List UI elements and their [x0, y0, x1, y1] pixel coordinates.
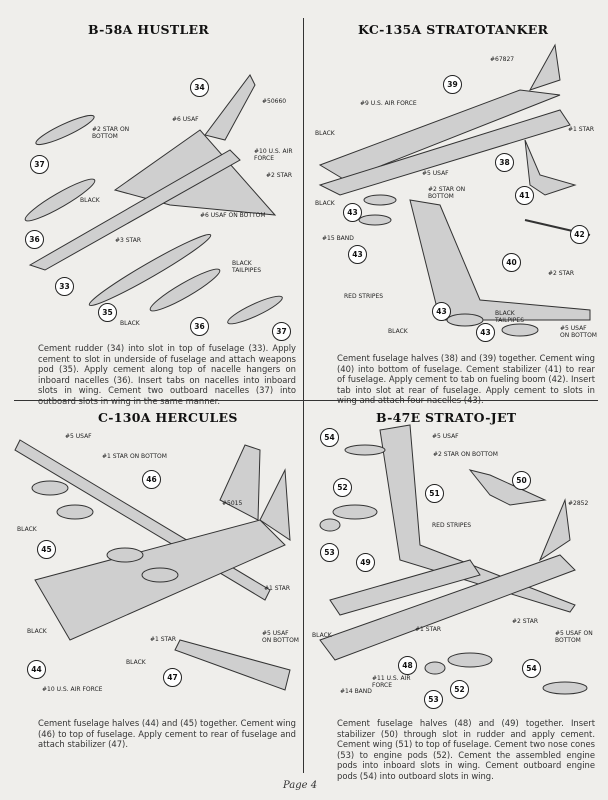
part-number: 49	[356, 553, 375, 572]
part-number: 52	[450, 680, 469, 699]
decal-label: #6 USAF ON BOTTOM	[200, 212, 266, 219]
part-number: 52	[333, 478, 352, 497]
decal-label: #5 USAF ON BOTTOM	[560, 325, 597, 339]
decal-label: RED STRIPES	[432, 522, 472, 529]
c130-illustration	[14, 439, 291, 691]
part-number: 43	[476, 323, 495, 342]
decal-label: #9 U.S. AIR FORCE	[360, 100, 417, 107]
decal-label: #1 STAR	[415, 626, 442, 633]
panel-title-c130: C-130A HERCULES	[98, 410, 238, 425]
decal-label: #10 U.S. AIR FORCE	[42, 686, 103, 693]
instructions-kc135: Cement fuselage halves (38) and (39) tog…	[337, 353, 595, 406]
part-number: 34	[190, 78, 209, 97]
part-number: 46	[142, 470, 161, 489]
part-number: 44	[27, 660, 46, 679]
decal-label: #50660	[262, 98, 287, 105]
decal-label: #1 STAR	[150, 636, 177, 643]
part-number: 43	[348, 245, 367, 264]
decal-label: #5 USAF	[422, 170, 449, 177]
decal-label: #14 BAND	[340, 688, 372, 695]
decal-label: #6 USAF	[172, 116, 199, 123]
decal-label: #5 USAF	[432, 433, 459, 440]
decal-label: #2852	[568, 500, 589, 507]
decal-label: #67827	[490, 56, 515, 63]
part-number: 33	[55, 277, 74, 296]
part-number: 36	[25, 230, 44, 249]
decal-label: BLACK	[27, 628, 47, 635]
decal-label: #3 STAR	[115, 237, 142, 244]
part-number: 35	[98, 303, 117, 322]
instructions-c130: Cement fuselage halves (44) and (45) tog…	[38, 718, 296, 750]
part-number: 42	[570, 225, 589, 244]
part-number: 37	[30, 155, 49, 174]
horizontal-divider	[14, 400, 598, 401]
decal-label: #11 U.S. AIR FORCE	[372, 675, 411, 689]
decal-label: #2 STAR ON BOTTOM	[428, 186, 466, 200]
b58-illustration	[24, 74, 283, 325]
part-number: 43	[432, 302, 451, 321]
decal-label: BLACK TAILPIPES	[232, 260, 262, 274]
part-number: 38	[495, 153, 514, 172]
decal-label: #5 USAF ON BOTTOM	[262, 630, 299, 644]
decal-label: #1 STAR	[264, 585, 291, 592]
decal-label: BLACK	[80, 197, 100, 204]
decal-label: #2 STAR ON BOTTOM	[92, 126, 130, 140]
part-number: 54	[320, 428, 339, 447]
part-number: 51	[425, 484, 444, 503]
panel-title-kc135: KC-135A STRATOTANKER	[358, 22, 549, 37]
panel-title-b58: B-58A HUSTLER	[88, 22, 210, 37]
vertical-divider	[303, 18, 304, 773]
decal-label: #5 USAF	[65, 433, 92, 440]
part-number: 37	[272, 322, 291, 341]
part-number: 53	[320, 543, 339, 562]
decal-label: BLACK	[312, 632, 332, 639]
instructions-b58: Cement rudder (34) into slot in top of f…	[38, 343, 296, 406]
decal-label: #2 STAR ON BOTTOM	[433, 451, 498, 458]
instructions-b47: Cement fuselage halves (48) and (49) tog…	[337, 718, 595, 781]
decal-label: #5 USAF ON BOTTOM	[555, 630, 593, 644]
decal-label: #15 BAND	[322, 235, 354, 242]
part-number: 47	[163, 668, 182, 687]
decal-label: BLACK	[315, 130, 335, 137]
part-number: 43	[343, 203, 362, 222]
kc135-illustration	[318, 43, 591, 337]
part-number: 45	[37, 540, 56, 559]
decal-label: BLACK	[126, 659, 146, 666]
decal-label: #10 U.S. AIR FORCE	[254, 148, 293, 162]
decal-label: #1 STAR	[568, 126, 595, 133]
decal-label: #2 STAR	[512, 618, 539, 625]
decal-label: #2 STAR	[548, 270, 575, 277]
part-number: 39	[443, 75, 462, 94]
part-number: 36	[190, 317, 209, 336]
decal-label: RED STRIPES	[344, 293, 384, 300]
decal-label: BLACK	[315, 200, 335, 207]
part-number: 54	[522, 659, 541, 678]
decal-label: #5015	[222, 500, 243, 507]
part-number: 50	[512, 471, 531, 490]
part-number: 48	[398, 656, 417, 675]
decal-label: #2 STAR	[266, 172, 293, 179]
decal-label: BLACK	[388, 328, 408, 335]
decal-label: BLACK	[17, 526, 37, 533]
part-number: 53	[424, 690, 443, 709]
part-number: 40	[502, 253, 521, 272]
decal-label: BLACK	[120, 320, 140, 327]
part-number: 41	[515, 186, 534, 205]
decal-label: #1 STAR ON BOTTOM	[102, 453, 167, 460]
panel-title-b47: B-47E STRATO-JET	[376, 410, 517, 425]
b47-illustration	[319, 424, 588, 695]
decal-label: BLACK TAILPIPES	[495, 310, 525, 324]
page-number: Page 4	[283, 780, 318, 791]
